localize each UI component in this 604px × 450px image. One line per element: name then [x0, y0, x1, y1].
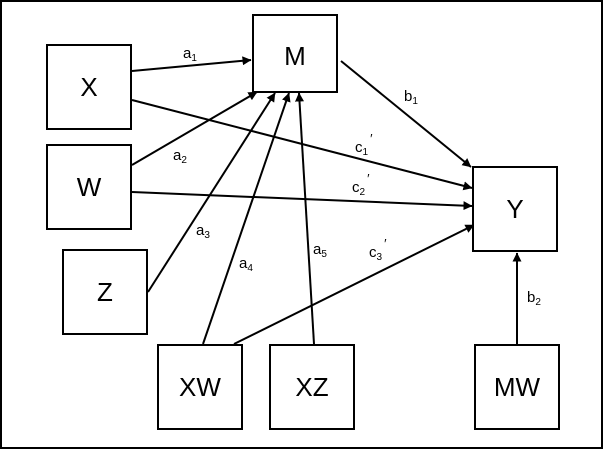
label-c1-prime: ′ [370, 131, 373, 146]
label-a4-sub: 4 [247, 263, 253, 274]
node-xw: XW [157, 344, 243, 430]
edge-x-to-m [131, 56, 252, 72]
edge-z-to-m [147, 92, 276, 293]
label-a3-letter: a [196, 222, 205, 239]
label-a1-sub: 1 [191, 53, 197, 64]
label-a1-letter: a [183, 45, 192, 62]
edge-m-to-y [340, 60, 472, 168]
node-mw-label: MW [494, 372, 541, 402]
label-a2: a2 [173, 147, 187, 166]
label-a5-letter: a [313, 241, 322, 258]
label-a5-sub: 5 [321, 249, 327, 260]
node-w-label: W [77, 172, 102, 202]
label-c1: c1′ [355, 131, 373, 158]
label-c2-letter: c [352, 179, 360, 196]
label-b2: b2 [527, 289, 541, 308]
label-c3-prime: ′ [384, 236, 387, 251]
node-xw-label: XW [179, 372, 221, 402]
node-w: W [46, 144, 132, 230]
label-a3: a3 [196, 222, 210, 241]
label-a3-sub: 3 [204, 230, 210, 241]
label-b1: b1 [404, 88, 418, 107]
label-c3-letter: c [369, 244, 377, 261]
label-a2-letter: a [173, 147, 182, 164]
node-y-label: Y [506, 194, 523, 224]
node-x-label: X [80, 72, 97, 102]
edge-w-to-y [131, 191, 473, 211]
label-c2-prime: ′ [367, 171, 370, 186]
node-m: M [252, 14, 338, 93]
node-mw: MW [474, 344, 560, 430]
label-b2-letter: b [527, 289, 535, 306]
node-z-label: Z [97, 277, 113, 307]
node-x: X [46, 44, 132, 130]
label-c3: c3′ [369, 236, 387, 263]
node-y: Y [472, 166, 558, 252]
edge-w-to-m [131, 91, 258, 166]
edge-xw-to-m [202, 92, 291, 345]
label-b2-sub: 2 [535, 297, 541, 308]
label-a4: a4 [239, 255, 253, 274]
node-z: Z [62, 249, 148, 335]
label-c1-sub: 1 [363, 147, 369, 158]
edge-xz-to-m [295, 92, 315, 345]
label-a2-sub: 2 [181, 155, 187, 166]
label-b1-letter: b [404, 88, 412, 105]
node-xz-label: XZ [295, 372, 328, 402]
label-c1-letter: c [355, 139, 363, 156]
label-a5: a5 [313, 241, 327, 260]
label-b1-sub: 1 [412, 96, 418, 107]
label-c3-sub: 3 [377, 252, 383, 263]
edge-xw-to-y [233, 224, 475, 345]
label-c2: c2′ [352, 171, 370, 198]
label-c2-sub: 2 [360, 187, 366, 198]
label-a1: a1 [183, 45, 197, 64]
node-xz: XZ [269, 344, 355, 430]
node-m-label: M [284, 41, 306, 71]
label-a4-letter: a [239, 255, 248, 272]
